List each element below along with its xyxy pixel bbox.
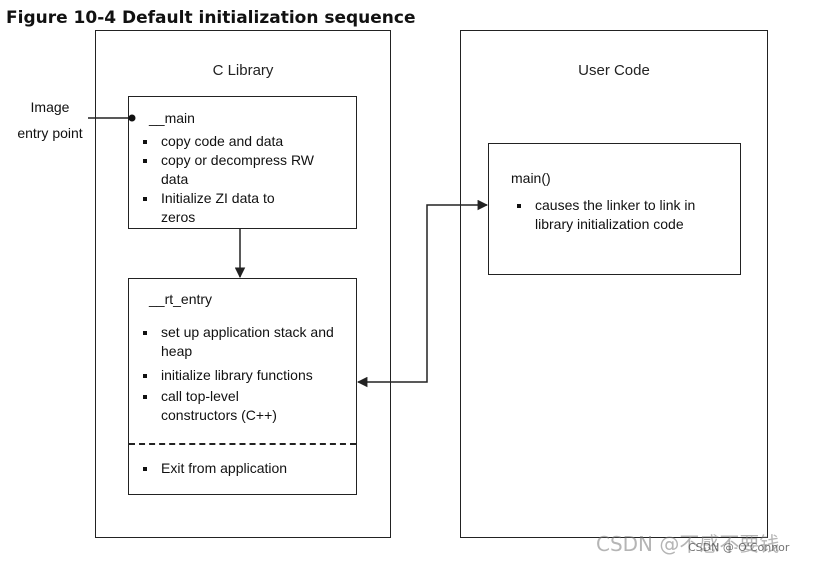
list-item: set up application stack and heap bbox=[135, 323, 341, 361]
main-function-list: causes the linker to link in library ini… bbox=[509, 196, 709, 234]
watermark-large: CSDN @不感不要钱 bbox=[596, 532, 780, 556]
main-function-name: main() bbox=[511, 170, 551, 186]
list-item: causes the linker to link in library ini… bbox=[509, 196, 705, 234]
watermark-small: CSDN @-O'Connor bbox=[688, 541, 790, 554]
list-item: copy or decompress RW data bbox=[135, 151, 341, 189]
main-entry-list: copy code and data copy or decompress RW… bbox=[135, 132, 355, 227]
c-library-title: C Library bbox=[212, 62, 274, 79]
list-item: Initialize ZI data to zeros bbox=[135, 189, 311, 227]
list-item: initialize library functions bbox=[135, 366, 355, 385]
list-item: call top-level constructors (C++) bbox=[135, 387, 311, 425]
image-entry-point-label: Image entry point bbox=[8, 94, 92, 146]
main-function-box: main() causes the linker to link in libr… bbox=[488, 143, 741, 275]
dashed-divider bbox=[129, 443, 356, 445]
rt-entry-list: set up application stack and heap initia… bbox=[135, 323, 355, 425]
entry-label-line1: Image bbox=[30, 99, 70, 115]
rt-exit-list: Exit from application bbox=[135, 459, 355, 478]
list-item: Exit from application bbox=[135, 459, 355, 478]
main-entry-name: __main bbox=[149, 110, 195, 126]
user-code-title: User Code bbox=[578, 62, 650, 79]
rt-entry-box: __rt_entry set up application stack and … bbox=[128, 278, 357, 495]
figure-title: Figure 10-4 Default initialization seque… bbox=[6, 8, 416, 28]
rt-entry-main-connector bbox=[356, 199, 489, 388]
main-entry-box: __main copy code and data copy or decomp… bbox=[128, 96, 357, 229]
rt-entry-name: __rt_entry bbox=[149, 291, 213, 307]
list-item: copy code and data bbox=[135, 132, 355, 151]
entry-label-line2: entry point bbox=[17, 125, 83, 141]
entry-point-dot bbox=[128, 114, 136, 122]
